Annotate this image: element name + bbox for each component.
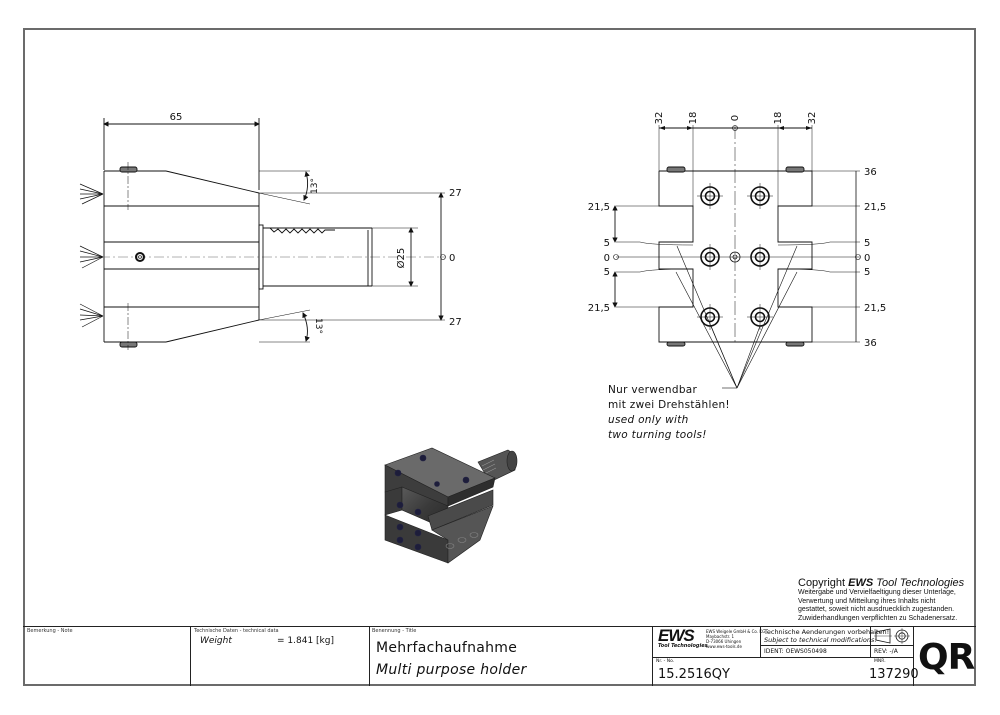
front-view [612,125,861,389]
dim-right-0: 0 [864,253,870,264]
dim-left-21-5-bottom: 21,5 [588,303,610,314]
tb-divider [913,626,914,686]
tb-divider [652,657,913,658]
angle-top: 13° [310,178,320,194]
note-line-de-2: mit zwei Drehstählen! [608,399,730,411]
spark-symbol-middle [79,245,104,269]
dim-27-bottom: 27 [449,317,462,328]
tech-change-en: Subject to technical modifications! [764,636,877,644]
dim-left-0: 0 [604,253,610,264]
tech-change-de: Technische Aenderungen vorbehalten! [764,628,890,636]
note-label: Bemerkung - Note [27,628,73,634]
title-german: Mehrfachaufnahme [376,640,518,656]
company-address: EWS Weigele GmbH & Co. KG Maybachstr. 1 … [706,629,765,649]
copyright-prefix: Copyright [798,577,849,589]
note-line-en-1: used only with [608,414,689,426]
dim-top-32-right: 32 [807,112,818,125]
tb-divider [190,626,191,686]
number-label: Nr. - No. [656,659,675,664]
dim-right-21-5-bottom: 21,5 [864,303,886,314]
dim-top-18-right: 18 [773,112,784,125]
projection-symbol-icon [874,628,910,644]
logo-text: EWS [658,626,695,645]
tb-divider [870,626,871,657]
techdata-label: Technische Daten - technical data [194,628,279,634]
dim-diameter-25: Ø25 [395,248,407,269]
copyright-brand: EWS [848,577,874,589]
dim-top-32-left: 32 [654,112,665,125]
dim-top-18-left: 18 [688,112,699,125]
weight-value: = 1.841 [kg] [277,636,334,646]
spark-symbol-top [79,183,104,205]
mnr-label: MNR. [874,659,886,664]
address-line: www.ews-tools.de [706,644,742,649]
tb-divider [369,626,370,686]
copyright-suffix: Tool Technologies [873,577,965,589]
copyright-line: Verwertung und Mitteilung ihres Inhalts … [798,597,936,605]
logo-subtext: Tool Technologies [658,643,708,649]
title-label: Benennung - Title [372,628,417,634]
dim-left-5-bottom: 5 [604,267,610,278]
mnr-number: 137290 [869,667,919,682]
isometric-3d-view [384,447,518,564]
dim-right-5-bottom: 5 [864,267,870,278]
copyright-line: Weitergabe und Vervielfaeltigung dieser … [798,589,956,596]
dim-right-21-5-top: 21,5 [864,202,886,213]
ident-number: IDENT: OEWS050498 [764,648,827,655]
address-line: EWS Weigele GmbH & Co. KG [706,629,766,634]
spark-symbol-bottom [79,303,104,328]
angle-bottom: 13° [313,318,323,334]
dim-width-65: 65 [170,112,183,123]
copyright-notice: Copyright EWS Tool Technologies Weiterga… [798,577,964,623]
part-number: 15.2516QY [658,667,730,682]
drawing-frame [23,28,976,686]
side-view [79,118,446,350]
note-line-de-1: Nur verwendbar [608,384,698,396]
copyright-line: gestattet, soweit nicht ausdruecklich zu… [798,606,955,613]
title-block [23,626,976,686]
dim-left-5-top: 5 [604,238,610,249]
drawing-code: QR [918,637,975,678]
tb-divider [652,626,653,686]
dim-right-36-bottom: 36 [864,338,877,349]
tb-divider [760,626,761,657]
dim-top-0: 0 [730,115,741,121]
copyright-line: Zuwiderhandlungen verpflichten zu Schade… [798,614,958,622]
address-line: Maybachstr. 1 [706,634,735,639]
dim-left-21-5-top: 21,5 [588,202,610,213]
dim-0: 0 [449,253,455,264]
dim-right-36-top: 36 [864,167,877,178]
dim-27-top: 27 [449,188,462,199]
title-english: Multi purpose holder [376,662,527,678]
weight-label: Weight [200,636,232,646]
dim-right-5-top: 5 [864,238,870,249]
revision: REV: -/A [874,648,898,655]
tb-divider [760,645,913,646]
address-line: D-73066 Uhingen [706,639,742,644]
side-view-labels: 65 27 0 27 Ø25 13° 13° [170,112,462,334]
usage-note: Nur verwendbar mit zwei Drehstählen! use… [608,383,730,443]
front-view-labels: 32 18 0 18 32 21,5 5 0 5 21,5 36 21,5 5 … [588,112,887,349]
note-line-en-2: two turning tools! [608,429,707,441]
ews-logo: EWS Tool Technologies [658,626,708,649]
